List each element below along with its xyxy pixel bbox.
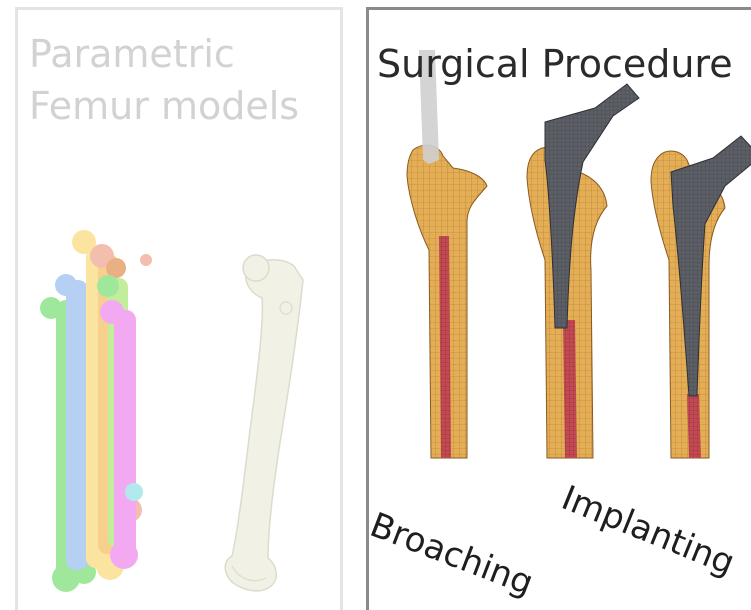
- right-panel-title: Surgical Procedure: [377, 38, 733, 90]
- femur-models-illustration: [18, 10, 343, 610]
- surgical-procedure-illustration: [369, 10, 751, 610]
- implanting-femur-2: [651, 136, 751, 458]
- parametric-femur-panel: Parametric Femur models: [15, 7, 343, 610]
- single-femur: [225, 255, 303, 591]
- femur-bundle: [40, 230, 152, 592]
- surgical-procedure-panel: Surgical Procedure Broaching Implanting: [366, 7, 751, 610]
- broaching-femur: [407, 50, 487, 458]
- implanting-femur-1: [527, 84, 639, 458]
